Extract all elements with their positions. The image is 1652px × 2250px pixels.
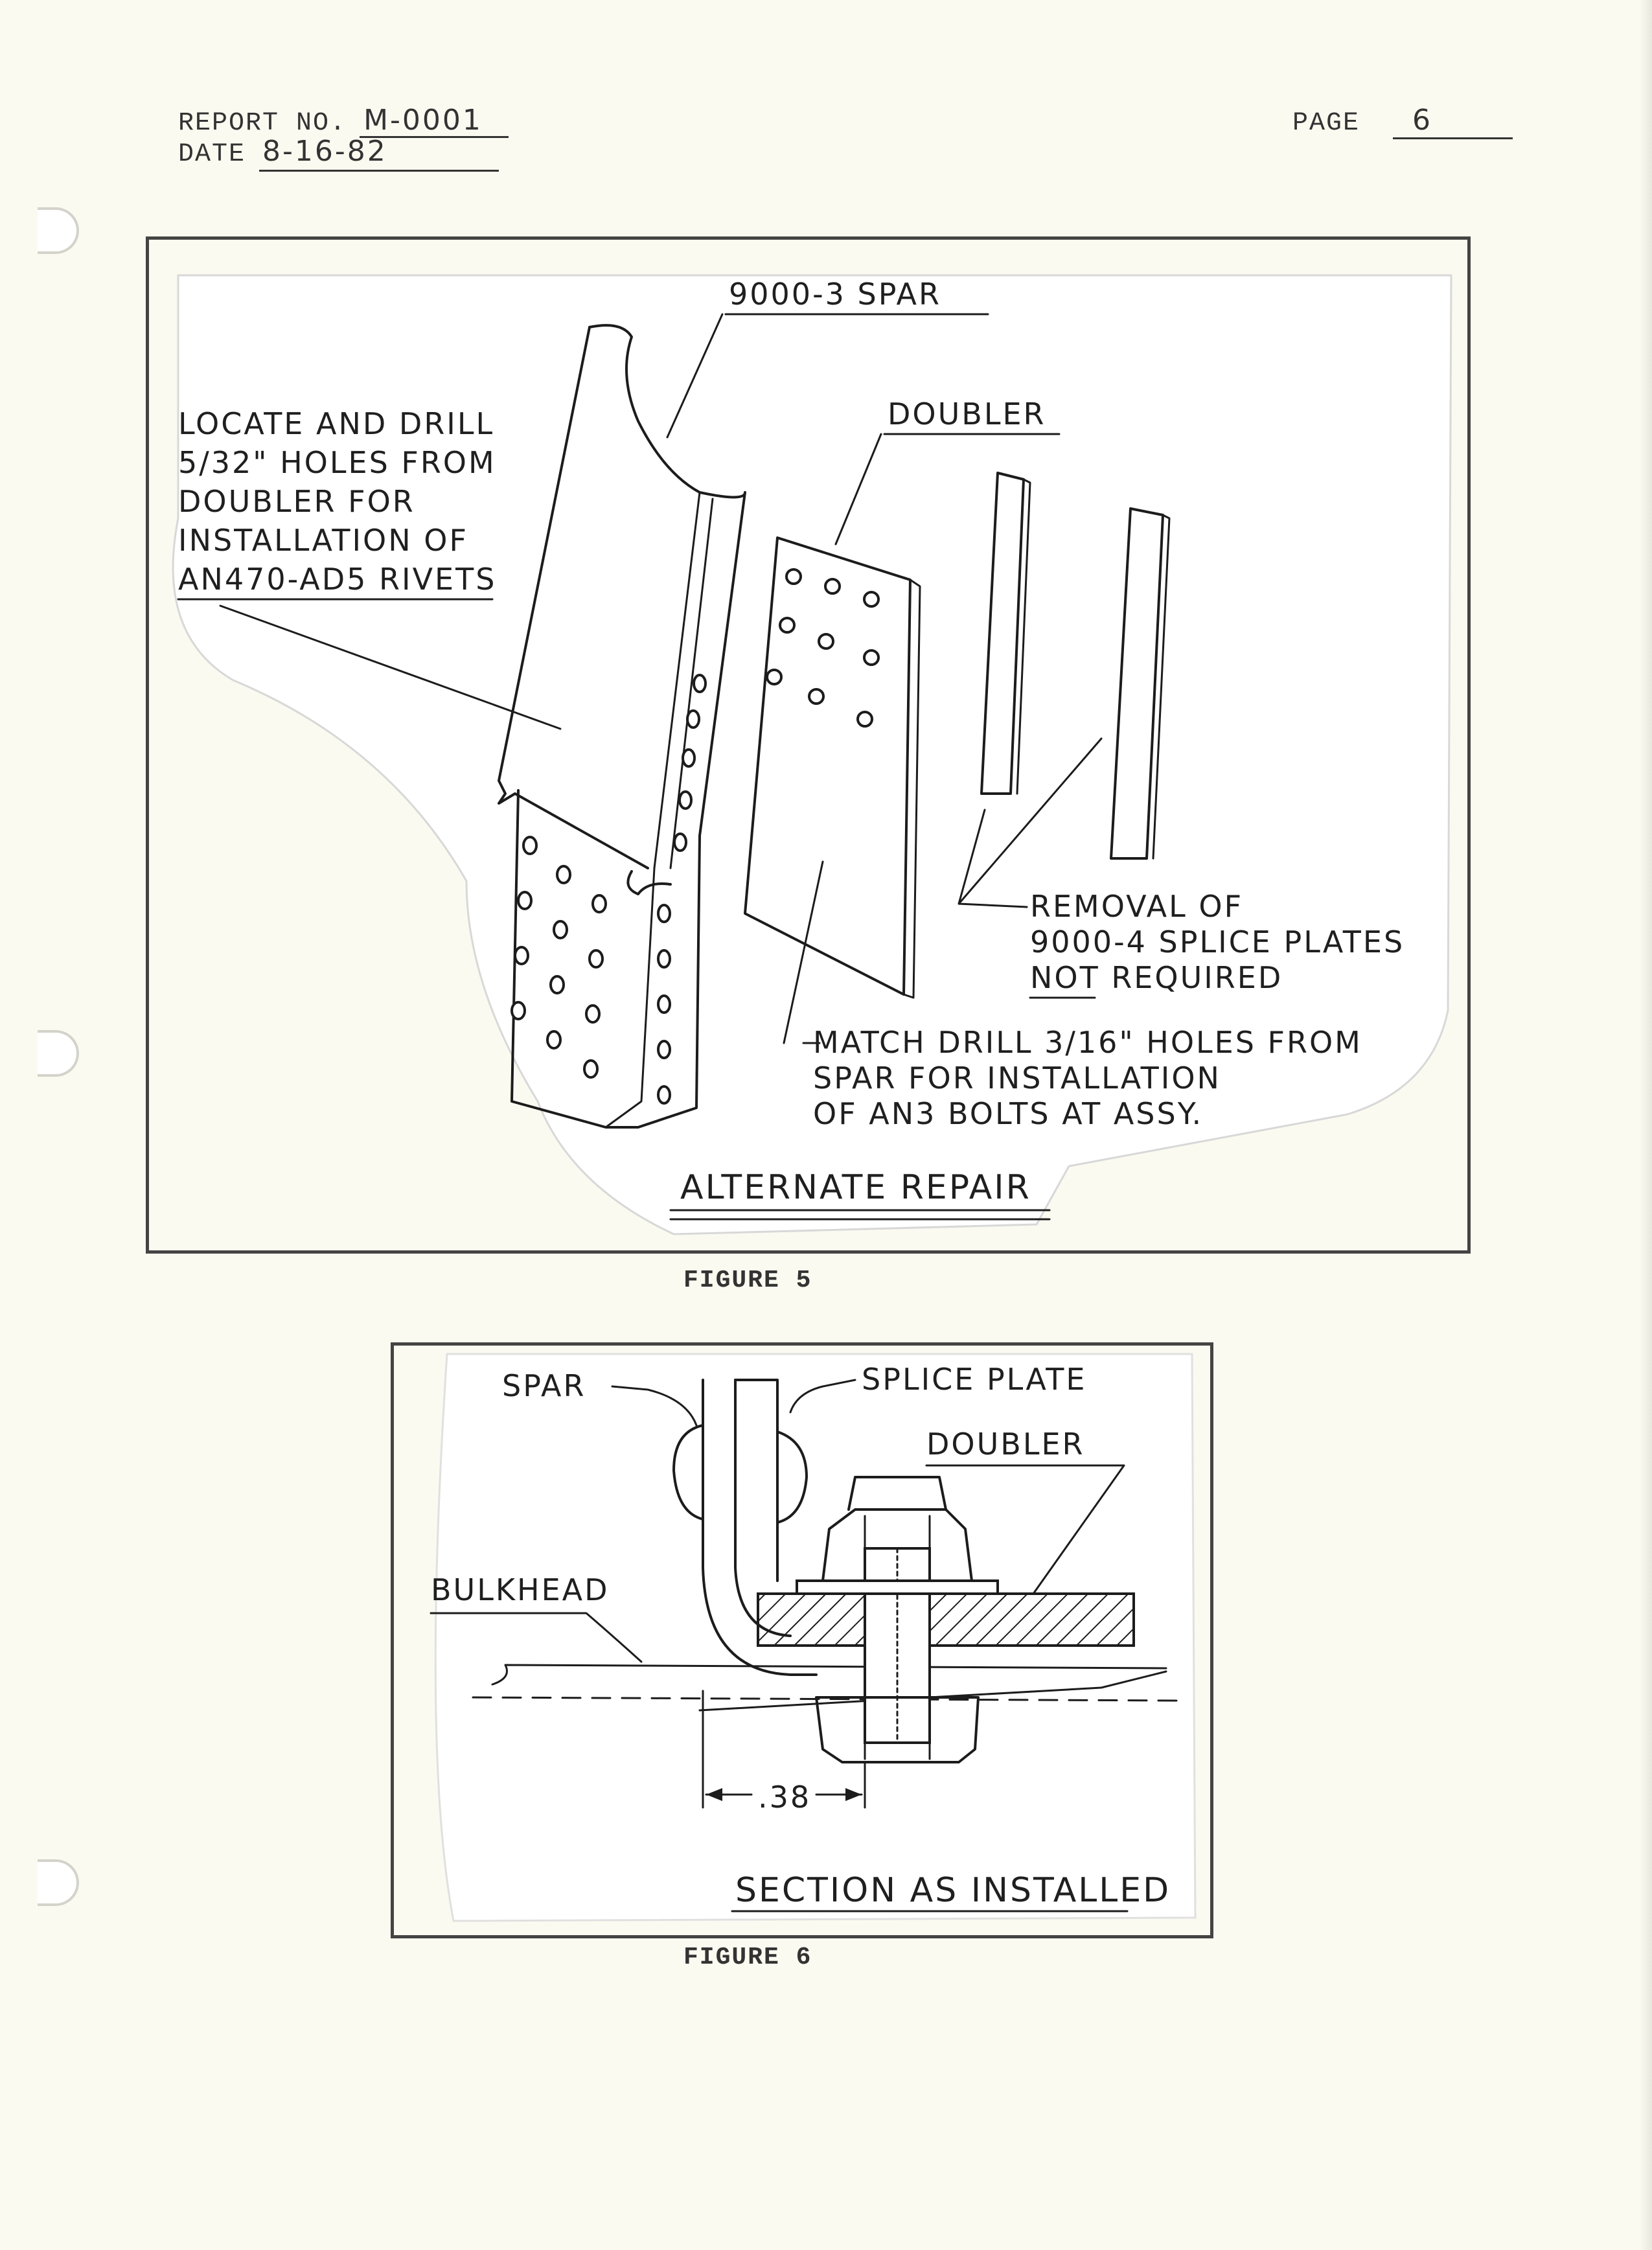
- spar-label: 9000-3 SPAR: [729, 277, 941, 312]
- punch-hole: [38, 207, 79, 254]
- report-label: REPORT NO.: [178, 109, 347, 138]
- doubler-leader: [834, 433, 882, 545]
- locate-note-line: LOCATE AND DRILL: [178, 406, 494, 441]
- figure-6-title: SECTION AS INSTALLED: [735, 1871, 1171, 1910]
- spar-section: [702, 1379, 818, 1676]
- spar-outline: [588, 324, 746, 837]
- doubler-section: [757, 1592, 1135, 1647]
- doubler-holes: [766, 568, 880, 728]
- spar-leader: [611, 1385, 698, 1427]
- spar-flange-line: [669, 498, 714, 869]
- dimension-arrows: [706, 1788, 862, 1801]
- splice-plate: [1110, 507, 1164, 860]
- locate-leader: [219, 604, 562, 730]
- figure-5-cutout: [172, 274, 1452, 1235]
- date-value: 8-16-82: [262, 135, 387, 168]
- splice-plate-edge: [1016, 478, 1031, 795]
- bulkhead-line: [491, 1664, 1167, 1686]
- figure-5-caption: FIGURE 5: [683, 1267, 812, 1294]
- figure-5-title: ALTERNATE REPAIR: [680, 1168, 1031, 1207]
- splice-plate-label: SPLICE PLATE: [862, 1362, 1086, 1397]
- rivet-head: [776, 1430, 808, 1524]
- report-number: M-0001: [363, 104, 483, 137]
- punch-hole: [38, 1859, 79, 1906]
- splice-plate-edge: [1152, 514, 1171, 860]
- match-leader: [783, 860, 824, 1044]
- removal-note-line: NOT REQUIRED: [1030, 960, 1283, 995]
- report-number-line: REPORT NO. M-0001: [178, 104, 483, 138]
- spar-notch: [626, 870, 672, 895]
- figure-5-frame: [146, 236, 1471, 1254]
- bolt-head: [815, 1696, 980, 1763]
- match-note-line: SPAR FOR INSTALLATION: [813, 1061, 1221, 1096]
- nut-crown: [847, 1476, 947, 1511]
- date-underline: [259, 170, 499, 172]
- rivet-head: [672, 1424, 704, 1521]
- spar-holes: [511, 674, 707, 1105]
- figure-6-caption: FIGURE 6: [683, 1944, 812, 1971]
- bolt-head-facet: [864, 1699, 931, 1760]
- locate-note-line: DOUBLER FOR: [178, 484, 415, 519]
- spar-outline: [498, 326, 649, 869]
- doubler-label: DOUBLER: [926, 1427, 1085, 1462]
- splice-plate-section: [734, 1379, 779, 1582]
- spar-flange-line: [604, 491, 701, 1129]
- date-line: DATE 8-16-82: [178, 135, 387, 169]
- dimension-value: .38: [758, 1780, 811, 1815]
- removal-note-line: REMOVAL OF: [1030, 889, 1243, 924]
- page-number: 6: [1412, 104, 1433, 137]
- doubler-edge: [902, 579, 921, 999]
- page-edge: [1639, 0, 1652, 2250]
- page-label: PAGE: [1292, 109, 1360, 138]
- match-note-line: MATCH DRILL 3/16" HOLES FROM: [813, 1025, 1362, 1060]
- page-number-line: PAGE 6: [1292, 104, 1432, 138]
- doubler-label: DOUBLER: [888, 396, 1046, 431]
- bulkhead-label: BULKHEAD: [431, 1572, 610, 1607]
- nut-facet: [864, 1515, 931, 1582]
- splice-plate: [980, 472, 1025, 795]
- date-label: DATE: [178, 140, 246, 169]
- spar-label: SPAR: [502, 1368, 586, 1403]
- punch-hole: [38, 1030, 79, 1077]
- locate-note-line: AN470-AD5 RIVETS: [178, 562, 496, 597]
- doubler-leader: [925, 1464, 1125, 1595]
- locate-note-line: 5/32" HOLES FROM: [178, 445, 496, 480]
- removal-note-line: 9000-4 SPLICE PLATES: [1030, 924, 1405, 959]
- spar-leader: [666, 313, 724, 439]
- page-underline: [1393, 137, 1513, 139]
- dimension-extension: [702, 1690, 866, 1809]
- bulkhead-underside: [698, 1670, 1167, 1712]
- spar-outline: [511, 789, 701, 1129]
- removal-leader: [958, 737, 1103, 908]
- match-note-line: OF AN3 BOLTS AT ASSY.: [813, 1096, 1203, 1131]
- bulkhead-leader: [430, 1612, 643, 1663]
- figure-5-title-underline: [669, 1209, 1051, 1221]
- locate-note-line: INSTALLATION OF: [178, 523, 468, 558]
- figure-6-frame: [391, 1342, 1213, 1938]
- washer: [796, 1579, 999, 1595]
- report-underline: [360, 136, 509, 138]
- splice-leader: [789, 1379, 856, 1414]
